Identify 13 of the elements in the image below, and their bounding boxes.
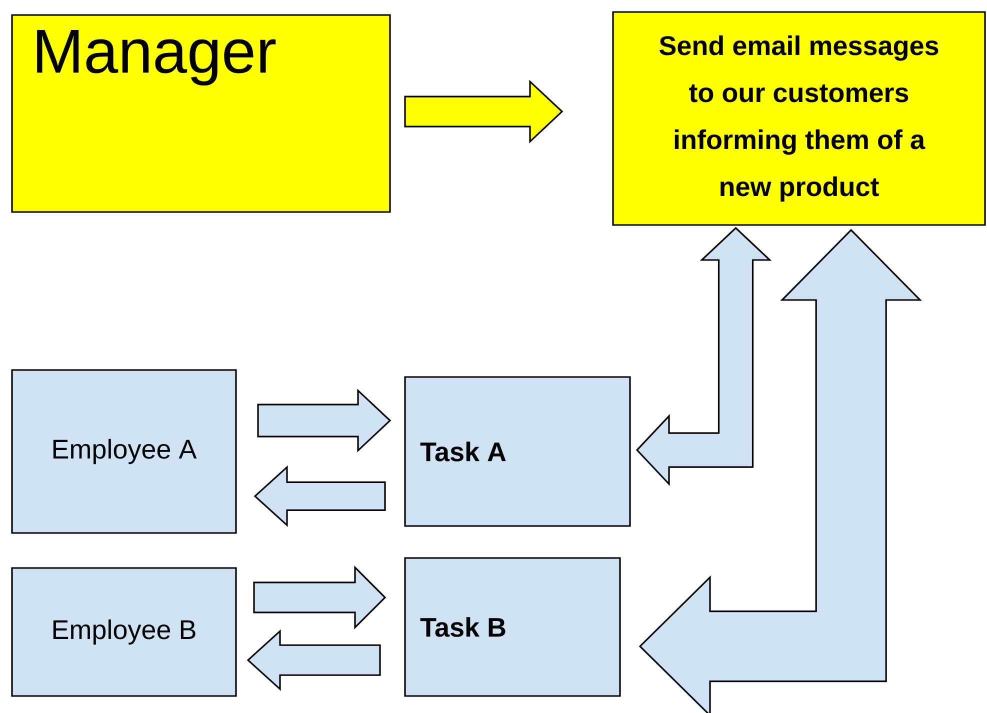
block-arrow: [246, 629, 381, 691]
block-arrow: [636, 226, 772, 486]
block-arrow: [257, 388, 392, 452]
employee-box: Employee B: [11, 567, 237, 697]
goal-box: Send email messages to our customers informing them of a new product: [612, 11, 986, 226]
task-box: Task B: [404, 557, 621, 697]
block-arrow: [638, 228, 922, 713]
block-arrow: [404, 80, 564, 144]
employee-box: Employee A: [11, 369, 237, 534]
block-arrow: [254, 465, 386, 528]
task-box: Task A: [404, 376, 631, 527]
role-box: Manager: [11, 14, 391, 213]
block-arrow: [253, 566, 386, 630]
